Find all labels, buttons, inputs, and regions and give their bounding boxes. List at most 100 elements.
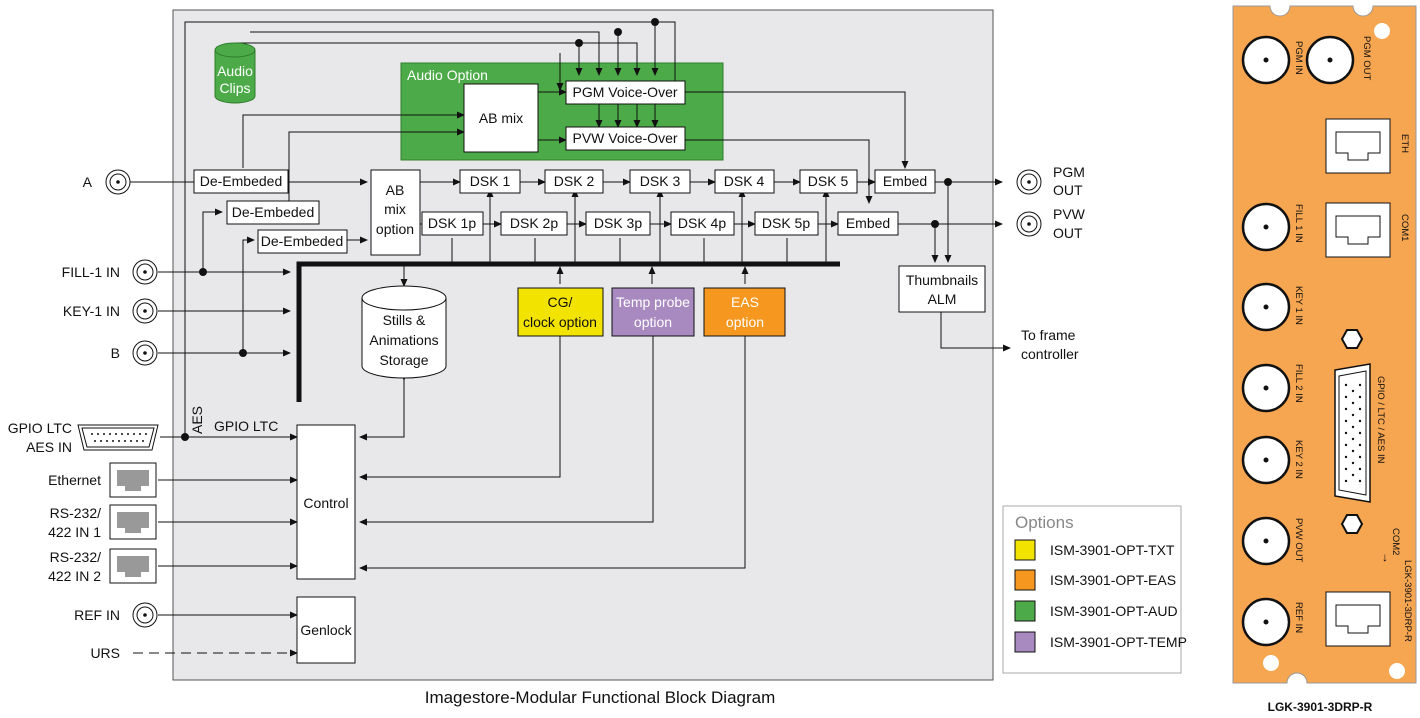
output-pvw-label-2: OUT [1053, 225, 1083, 241]
legend-title: Options [1015, 513, 1074, 532]
ab-mix-option-label-2: mix [384, 201, 406, 217]
dsk-4p-label: DSK 4p [678, 215, 726, 231]
legend-swatch-eas [1014, 569, 1036, 591]
bnc-input-b [132, 340, 158, 366]
dsk-1-block [459, 169, 521, 194]
cg-option-label-1: CG/ [548, 294, 573, 310]
embed-pvw-block [837, 211, 899, 236]
ab-mix-option-label-3: option [376, 221, 414, 237]
pvw-voiceover-label: PVW Voice-Over [572, 130, 677, 146]
audio-clips-label-1: Audio [217, 63, 253, 79]
dsk-3p-block [585, 211, 651, 236]
rear-panel-caption: LGK-3901-3DRP-R [1268, 700, 1373, 714]
signal-lines [130, 21, 1011, 657]
stills-storage-cylinder: Stills & Animations Storage [361, 285, 447, 379]
embed-pgm-block [874, 169, 936, 194]
thumbnails-block [898, 265, 986, 313]
de-embeded-a [193, 169, 289, 194]
dsk-3p-label: DSK 3p [594, 215, 642, 231]
panel-pgm-out-label: PGM OUT [1361, 36, 1372, 81]
rs232-port-1 [109, 504, 157, 540]
ethernet-port [109, 462, 157, 498]
options-legend: Options ISM-3901-OPT-TXT ISM-3901-OPT-EA… [1002, 505, 1187, 674]
input-gpio-label-1: GPIO LTC [8, 420, 72, 436]
dsk-4-label: DSK 4 [724, 173, 765, 189]
thumbnails-label-2: ALM [928, 291, 957, 307]
ab-mix-block [463, 83, 539, 153]
legend-item-temp: ISM-3901-OPT-TEMP [1050, 634, 1187, 650]
input-b-label: B [111, 345, 120, 361]
diagram-caption: Imagestore-Modular Functional Block Diag… [425, 688, 776, 707]
audio-clips-cylinder: Audio Clips [214, 42, 256, 104]
pgm-voiceover-label: PGM Voice-Over [572, 84, 677, 100]
dsk-5p-block [754, 211, 819, 236]
thumbnails-label-1: Thumbnails [906, 272, 978, 288]
bnc-pvw-out [1016, 211, 1042, 237]
pvw-voiceover-block [565, 126, 686, 151]
panel-pgm-in-label: PGM IN [1293, 41, 1304, 75]
cg-option-label-2: clock option [523, 314, 597, 330]
ab-mix-option-label-1: AB [386, 182, 405, 198]
panel-com2-label: COM2 [1390, 528, 1401, 555]
input-a-label: A [83, 174, 93, 190]
panel-fill1-label: FILL 1 IN [1293, 204, 1304, 243]
output-frame-label-1: To frame [1021, 327, 1076, 343]
panel-pvw-out-label: PVW OUT [1293, 518, 1304, 563]
input-fill1-label: FILL-1 IN [62, 264, 120, 280]
output-pgm-label-1: PGM [1053, 164, 1085, 180]
dsk-2-label: DSK 2 [554, 173, 595, 189]
gpio-ltc-bus-label: GPIO LTC [214, 418, 278, 434]
de-embeded-b [257, 229, 348, 254]
de-embeded-fill [226, 200, 320, 225]
genlock-block [296, 596, 356, 664]
bnc-pgm-out [1016, 169, 1042, 195]
dsk-1p-label: DSK 1p [428, 215, 476, 231]
embed-pgm-label: Embed [883, 173, 927, 189]
stills-label-3: Storage [379, 352, 428, 368]
dsk-2p-label: DSK 2p [510, 215, 558, 231]
audio-clips-label-2: Clips [219, 80, 250, 96]
panel-gpio-label: GPIO / LTC / AES IN [1375, 376, 1386, 464]
legend-swatch-txt [1014, 539, 1036, 561]
panel-fill2-label: FILL 2 IN [1293, 364, 1304, 403]
cg-option-block [517, 287, 604, 337]
video-bus [296, 261, 840, 402]
de-embeded-a-label: De-Embeded [200, 173, 283, 189]
dsk-5-label: DSK 5 [808, 173, 849, 189]
panel-com1-label: COM1 [1399, 214, 1410, 241]
panel-model-label: LGK-3901-3DRP-R [1402, 560, 1413, 642]
output-frame-label-2: controller [1021, 346, 1079, 362]
bnc-ref-in [132, 602, 158, 628]
input-urs-label: URS [90, 645, 120, 661]
stills-label-1: Stills & [383, 312, 426, 328]
legend-item-txt: ISM-3901-OPT-TXT [1050, 542, 1175, 558]
dsk-1p-block [421, 211, 484, 236]
ab-mix-label: AB mix [479, 110, 523, 126]
temp-option-label-1: Temp probe [616, 294, 690, 310]
pgm-voiceover-block [565, 80, 686, 105]
dsk-5-block [799, 169, 858, 194]
gpio-db-connector [77, 424, 159, 451]
bnc-input-key1 [132, 298, 158, 324]
input-rs1-label-1: RS-232/ [50, 505, 101, 521]
legend-item-aud: ISM-3901-OPT-AUD [1050, 603, 1178, 619]
output-pgm-label-2: OUT [1053, 182, 1083, 198]
dsk-2p-block [500, 211, 568, 236]
eas-option-label-1: EAS [731, 294, 759, 310]
temp-option-label-2: option [634, 314, 672, 330]
control-label: Control [303, 495, 348, 511]
panel-eth-label: ETH [1399, 134, 1410, 153]
audio-option-title: Audio Option [407, 67, 488, 83]
dsk-4-block [714, 169, 775, 194]
panel-arrow-icon: → [1380, 552, 1394, 564]
bnc-input-fill1 [132, 259, 158, 285]
input-rs2-label-2: 422 IN 2 [48, 568, 101, 584]
aes-label: AES [189, 406, 205, 434]
dsk-2-block [544, 169, 604, 194]
input-key1-label: KEY-1 IN [63, 303, 120, 319]
legend-swatch-temp [1014, 631, 1036, 653]
panel-key1-label: KEY 1 IN [1293, 286, 1304, 325]
rs232-port-2 [109, 548, 157, 584]
dsk-row: DSK 1 DSK 2 DSK 3 DSK 4 DSK 5 Embed [459, 169, 936, 194]
eas-option-label-2: option [726, 314, 764, 330]
